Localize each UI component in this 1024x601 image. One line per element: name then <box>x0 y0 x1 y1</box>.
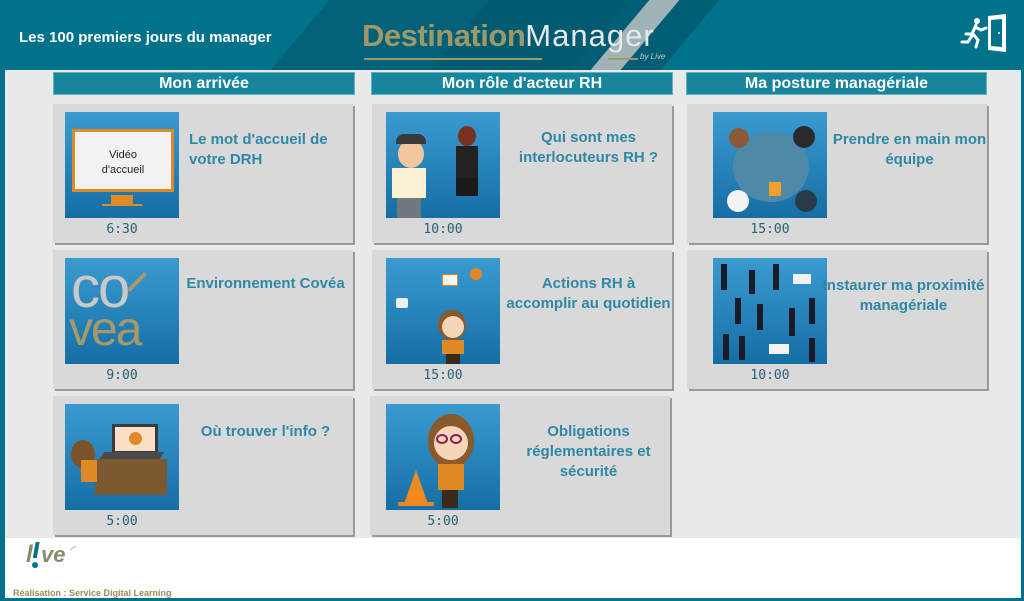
module-duration: 5:00 <box>427 514 459 529</box>
module-duration: 15:00 <box>750 222 790 237</box>
logo-byline: by Live <box>640 52 666 61</box>
woman-with-tasks-thumbnail <box>386 258 500 364</box>
column-header-posture: Ma posture managériale <box>686 72 987 95</box>
module-duration: 10:00 <box>750 368 790 383</box>
team-meeting-thumbnail <box>713 112 827 218</box>
module-title: Le mot d'accueil de votre DRH <box>189 131 328 168</box>
module-title: Environnement Covéa <box>186 275 345 292</box>
module-duration: 5:00 <box>106 514 138 529</box>
module-card-actions-rh[interactable]: Actions RH à accomplir au quotidien 15:0… <box>372 250 672 389</box>
person-at-laptop-thumbnail <box>65 404 179 510</box>
module-card-obligations[interactable]: Obligations réglementaires et sécurité 5… <box>370 396 670 535</box>
module-duration: 10:00 <box>423 222 463 237</box>
module-title: Actions RH à accomplir au quotidien <box>506 275 671 312</box>
module-title: Obligations réglementaires et sécurité <box>526 423 651 480</box>
module-card-environnement-covea[interactable]: co vea Environnement Covéa 9:00 <box>53 250 353 389</box>
module-duration: 9:00 <box>106 368 138 383</box>
svg-text:l: l <box>26 541 34 568</box>
live-logo: l ve <box>26 540 86 574</box>
module-card-prendre-en-main[interactable]: Prendre en main mon équipe 15:00 <box>687 104 987 243</box>
business-network-thumbnail <box>713 258 827 364</box>
footer-credit: Réalisation : Service Digital Learning <box>13 588 172 598</box>
woman-with-cone-thumbnail <box>386 404 500 510</box>
column-header-arrivee: Mon arrivée <box>53 72 355 95</box>
module-title: Prendre en main mon équipe <box>832 131 987 168</box>
header-bar: Les 100 premiers jours du manager Destin… <box>0 0 1024 70</box>
module-card-interlocuteurs-rh[interactable]: Qui sont mes interlocuteurs RH ? 10:00 <box>372 104 672 243</box>
module-card-ou-trouver-info[interactable]: Où trouver l'info ? 5:00 <box>53 396 353 535</box>
module-duration: 15:00 <box>423 368 463 383</box>
page-title: Les 100 premiers jours du manager <box>19 29 272 46</box>
svg-text:ve: ve <box>41 542 65 567</box>
exit-button[interactable] <box>958 12 1018 56</box>
exit-door-icon <box>960 14 1006 52</box>
module-title: Qui sont mes interlocuteurs RH ? <box>518 129 659 166</box>
module-card-proximite[interactable]: Instaurer ma proximité managériale 10:00 <box>687 250 987 389</box>
module-duration: 6:30 <box>106 222 138 237</box>
column-header-role-rh: Mon rôle d'acteur RH <box>371 72 673 95</box>
module-title: Instaurer ma proximité managériale <box>822 277 985 314</box>
module-title: Où trouver l'info ? <box>200 423 331 440</box>
two-people-thumbnail <box>386 112 500 218</box>
covea-logo-thumbnail: co vea <box>65 258 179 364</box>
